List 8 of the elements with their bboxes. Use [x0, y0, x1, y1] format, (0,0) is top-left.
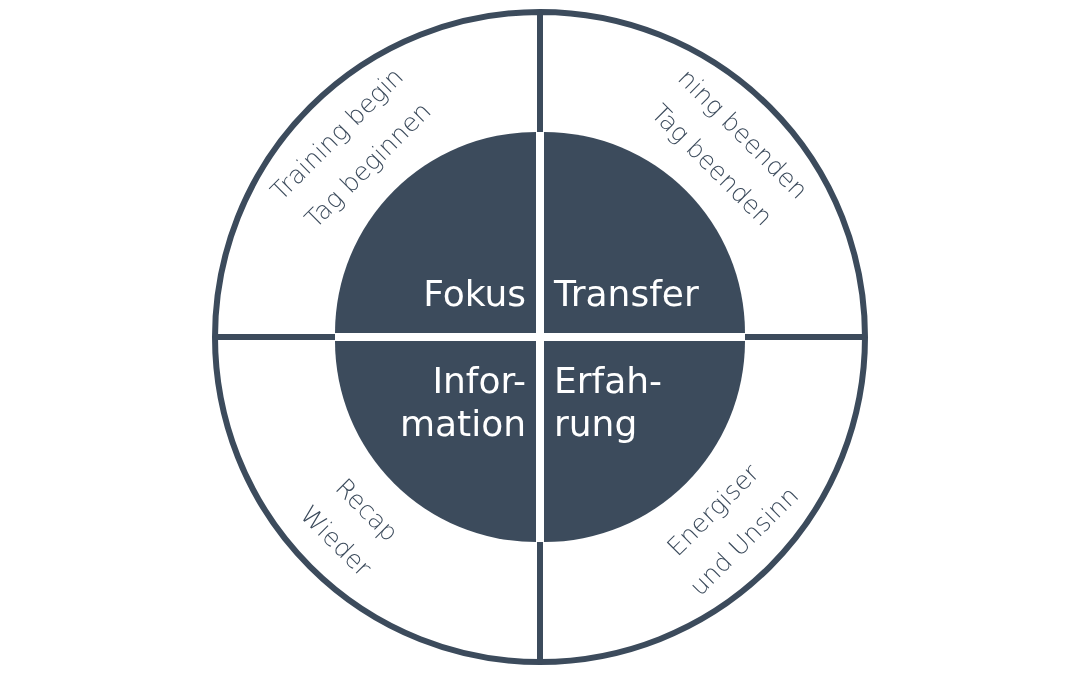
ring-sector	[215, 12, 540, 337]
ring-sector	[540, 337, 865, 662]
ring-sector	[215, 337, 540, 662]
quadrant-label: Erfah- rung	[554, 359, 664, 446]
quadrant-label: Fokus	[422, 271, 526, 315]
ring-sector	[540, 12, 865, 337]
quadrant-label: Transfer	[554, 271, 700, 315]
quadrant-label: Infor- mation	[398, 359, 526, 446]
